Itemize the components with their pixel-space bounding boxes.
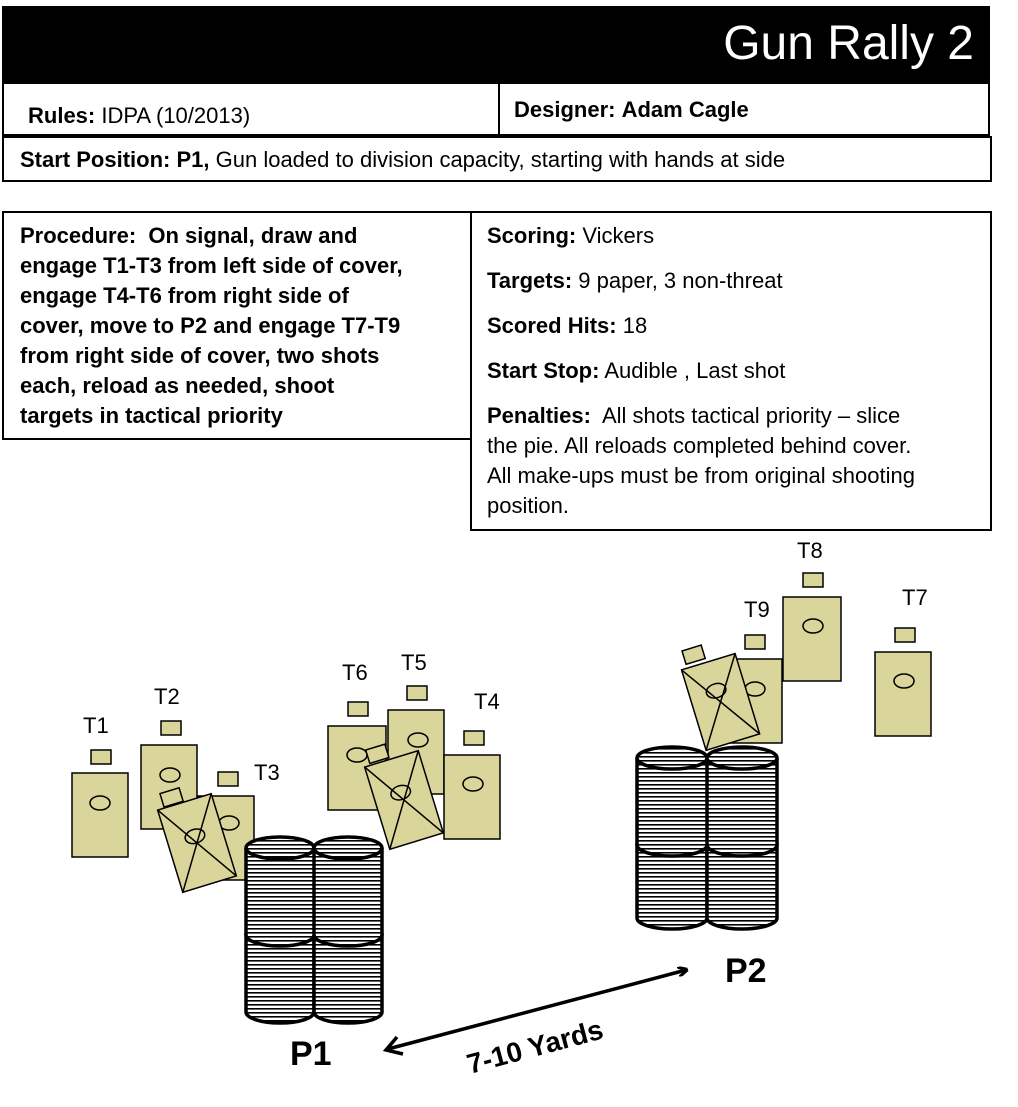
procedure-label: Procedure: bbox=[20, 223, 137, 248]
procedure-line: cover, move to P2 and engage T7-T9 bbox=[20, 313, 401, 338]
penalties-line: All shots tactical priority – slice bbox=[601, 403, 901, 428]
procedure-line: engage T4-T6 from right side of bbox=[20, 283, 349, 308]
designer-label: Designer: bbox=[514, 97, 616, 122]
scoring-value: Vickers bbox=[582, 223, 655, 248]
target-label-t4: T4 bbox=[474, 689, 500, 714]
designer-cell: Designer: Adam Cagle bbox=[498, 82, 990, 136]
targets-value: 9 paper, 3 non-threat bbox=[578, 268, 783, 293]
start-value: Gun loaded to division capacity, startin… bbox=[215, 147, 786, 172]
rules-cell: Rules: IDPA (10/2013) bbox=[2, 82, 500, 136]
hits-row: Scored Hits: 18 bbox=[487, 311, 990, 341]
target-t4 bbox=[443, 730, 501, 840]
penalties-line: position. bbox=[487, 493, 569, 518]
designer-value: Adam Cagle bbox=[621, 97, 749, 122]
arrow-head-start-icon bbox=[382, 1035, 404, 1056]
start-position: P1, bbox=[176, 147, 210, 172]
non-threat-target bbox=[680, 644, 761, 752]
procedure-line: from right side of cover, two shots bbox=[20, 343, 380, 368]
procedure-box: Procedure: On signal, draw and engage T1… bbox=[2, 211, 474, 440]
target-label-t5: T5 bbox=[401, 650, 427, 675]
targets-row: Targets: 9 paper, 3 non-threat bbox=[487, 266, 990, 296]
procedure-line: each, reload as needed, shoot bbox=[20, 373, 335, 398]
scoring-box: Scoring: Vickers Targets: 9 paper, 3 non… bbox=[470, 211, 992, 531]
hits-label: Scored Hits: bbox=[487, 313, 617, 338]
penalties-line: All make-ups must be from original shoot… bbox=[487, 463, 915, 488]
barrel-stack-p2 bbox=[635, 745, 779, 931]
target-label-t3: T3 bbox=[254, 760, 280, 785]
rules-value: IDPA (10/2013) bbox=[101, 103, 251, 128]
title-bar: Gun Rally 2 bbox=[2, 6, 990, 82]
target-label-t7: T7 bbox=[902, 585, 928, 610]
target-t1 bbox=[71, 749, 129, 858]
targets-label: Targets: bbox=[487, 268, 573, 293]
target-label-t6: T6 bbox=[342, 660, 368, 685]
start-label: Start Position: bbox=[20, 147, 171, 172]
startstop-label: Start Stop: bbox=[487, 358, 600, 383]
stage-title: Gun Rally 2 bbox=[723, 17, 974, 70]
target-t7 bbox=[874, 627, 932, 737]
penalties-label: Penalties: bbox=[487, 403, 591, 428]
procedure-line: engage T1-T3 from left side of cover, bbox=[20, 253, 403, 278]
target-label-t1: T1 bbox=[83, 713, 109, 738]
penalties-row: Penalties: All shots tactical priority –… bbox=[487, 401, 990, 521]
target-label-t8: T8 bbox=[797, 538, 823, 563]
distance-arrow bbox=[387, 970, 686, 1051]
target-label-t2: T2 bbox=[154, 684, 180, 709]
position-label-p2: P2 bbox=[725, 952, 767, 990]
procedure-line: targets in tactical priority bbox=[20, 403, 283, 428]
target-label-t9: T9 bbox=[744, 597, 770, 622]
procedure-line: On signal, draw and bbox=[148, 223, 358, 248]
barrel-stack-p1 bbox=[244, 835, 384, 1025]
startstop-value: Audible , Last shot bbox=[604, 358, 786, 383]
rules-label: Rules: bbox=[28, 103, 96, 128]
target-t8 bbox=[782, 572, 842, 682]
scoring-label: Scoring: bbox=[487, 223, 577, 248]
scoring-row: Scoring: Vickers bbox=[487, 221, 990, 251]
penalties-line: the pie. All reloads completed behind co… bbox=[487, 433, 912, 458]
startstop-row: Start Stop: Audible , Last shot bbox=[487, 356, 990, 386]
start-position-cell: Start Position: P1, Gun loaded to divisi… bbox=[2, 136, 992, 182]
non-threat-target bbox=[363, 743, 445, 851]
non-threat-target bbox=[156, 786, 238, 894]
position-label-p1: P1 bbox=[290, 1035, 332, 1073]
hits-value: 18 bbox=[622, 313, 648, 338]
